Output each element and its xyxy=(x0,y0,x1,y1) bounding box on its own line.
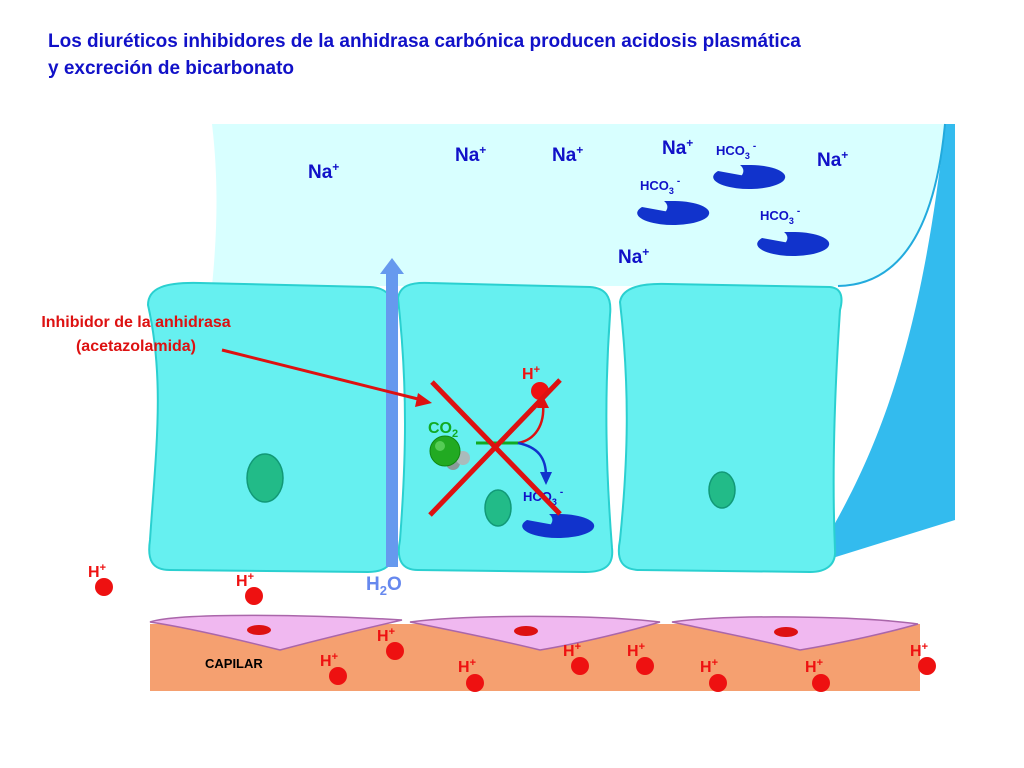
h-ion: H+ xyxy=(563,641,589,675)
epithelial-cell-center xyxy=(396,281,614,574)
na-ion: Na+ xyxy=(662,136,693,159)
water-arrow-shaft xyxy=(386,272,398,567)
svg-text:H+: H+ xyxy=(458,657,476,676)
hco3-reaction-arrow xyxy=(517,441,548,477)
capilar-label: CAPILAR xyxy=(205,656,263,671)
na-ion: Na+ xyxy=(455,143,486,166)
h-ion: H+ xyxy=(377,626,404,660)
endothelial-cell xyxy=(149,614,403,651)
h-ion: H+ xyxy=(700,657,727,692)
h-ion: H+ xyxy=(320,651,347,685)
inhibitor-arrowhead xyxy=(415,393,432,407)
tubule-wall xyxy=(810,124,955,565)
inhibitor-arrow xyxy=(221,348,419,401)
svg-text:HCO3-: HCO3- xyxy=(640,176,680,196)
lumen-curve xyxy=(837,123,946,287)
svg-text:H+: H+ xyxy=(236,571,254,590)
svg-text:Na+: Na+ xyxy=(308,160,339,183)
svg-text:H+: H+ xyxy=(700,657,718,676)
h-reaction-arrow xyxy=(517,402,545,445)
cell-nucleus xyxy=(708,471,736,509)
co2-molecule-icon xyxy=(429,435,470,470)
co2-label: CO2 xyxy=(428,420,458,440)
h2o-label: H2O xyxy=(366,574,402,598)
svg-text:H+: H+ xyxy=(805,657,823,676)
na-ion: Na+ xyxy=(308,160,339,183)
na-ion: Na+ xyxy=(817,148,848,171)
na-ion: Na+ xyxy=(552,143,583,166)
blocked-x-icon xyxy=(428,378,562,517)
h-ion: H+ xyxy=(88,562,113,596)
title-line-2: y excreción de bicarbonato xyxy=(48,58,295,79)
svg-text:H+: H+ xyxy=(320,651,338,670)
water-arrow-head xyxy=(380,258,404,274)
svg-text:H+: H+ xyxy=(522,364,540,383)
inhibitor-label-line2: (acetazolamida) xyxy=(76,338,196,355)
na-ion: Na+ xyxy=(618,245,649,268)
endothelial-nucleus xyxy=(247,625,271,635)
hco3-reaction-arrowhead xyxy=(540,472,552,485)
svg-text:H+: H+ xyxy=(563,641,581,660)
svg-text:H+: H+ xyxy=(88,562,106,581)
cell-nucleus xyxy=(246,453,284,503)
svg-text:Na+: Na+ xyxy=(552,143,583,166)
svg-text:H+: H+ xyxy=(377,626,395,645)
svg-text:HCO3-: HCO3- xyxy=(716,141,756,161)
endothelial-nucleus xyxy=(774,627,798,637)
h-ion: H+ xyxy=(805,657,830,692)
svg-text:Na+: Na+ xyxy=(817,148,848,171)
svg-text:H+: H+ xyxy=(910,641,928,660)
h-ion: H+ xyxy=(910,641,936,675)
cell-nucleus xyxy=(484,489,512,527)
endothelial-nucleus xyxy=(514,626,538,636)
hco3-ion: HCO3- xyxy=(713,141,786,189)
h-reaction-arrowhead xyxy=(537,396,549,408)
h-ion: H+ xyxy=(236,571,263,605)
svg-text:Na+: Na+ xyxy=(662,136,693,159)
page-title: Los diuréticos inhibidores de la anhidra… xyxy=(48,28,988,82)
hco3-ion: HCO3- xyxy=(757,206,830,256)
h-ion: H+ xyxy=(627,641,654,675)
hco3-ion: HCO3- xyxy=(637,176,710,225)
h-ion: H+ xyxy=(458,657,484,692)
inhibitor-label-line1: Inhibidor de la anhidrasa xyxy=(41,314,230,331)
svg-text:Na+: Na+ xyxy=(618,245,649,268)
svg-text:Na+: Na+ xyxy=(455,143,486,166)
svg-text:HCO3-: HCO3- xyxy=(760,206,800,226)
epithelial-cell-right xyxy=(617,282,843,574)
svg-text:H+: H+ xyxy=(627,641,645,660)
title-line-1: Los diuréticos inhibidores de la anhidra… xyxy=(48,31,801,52)
